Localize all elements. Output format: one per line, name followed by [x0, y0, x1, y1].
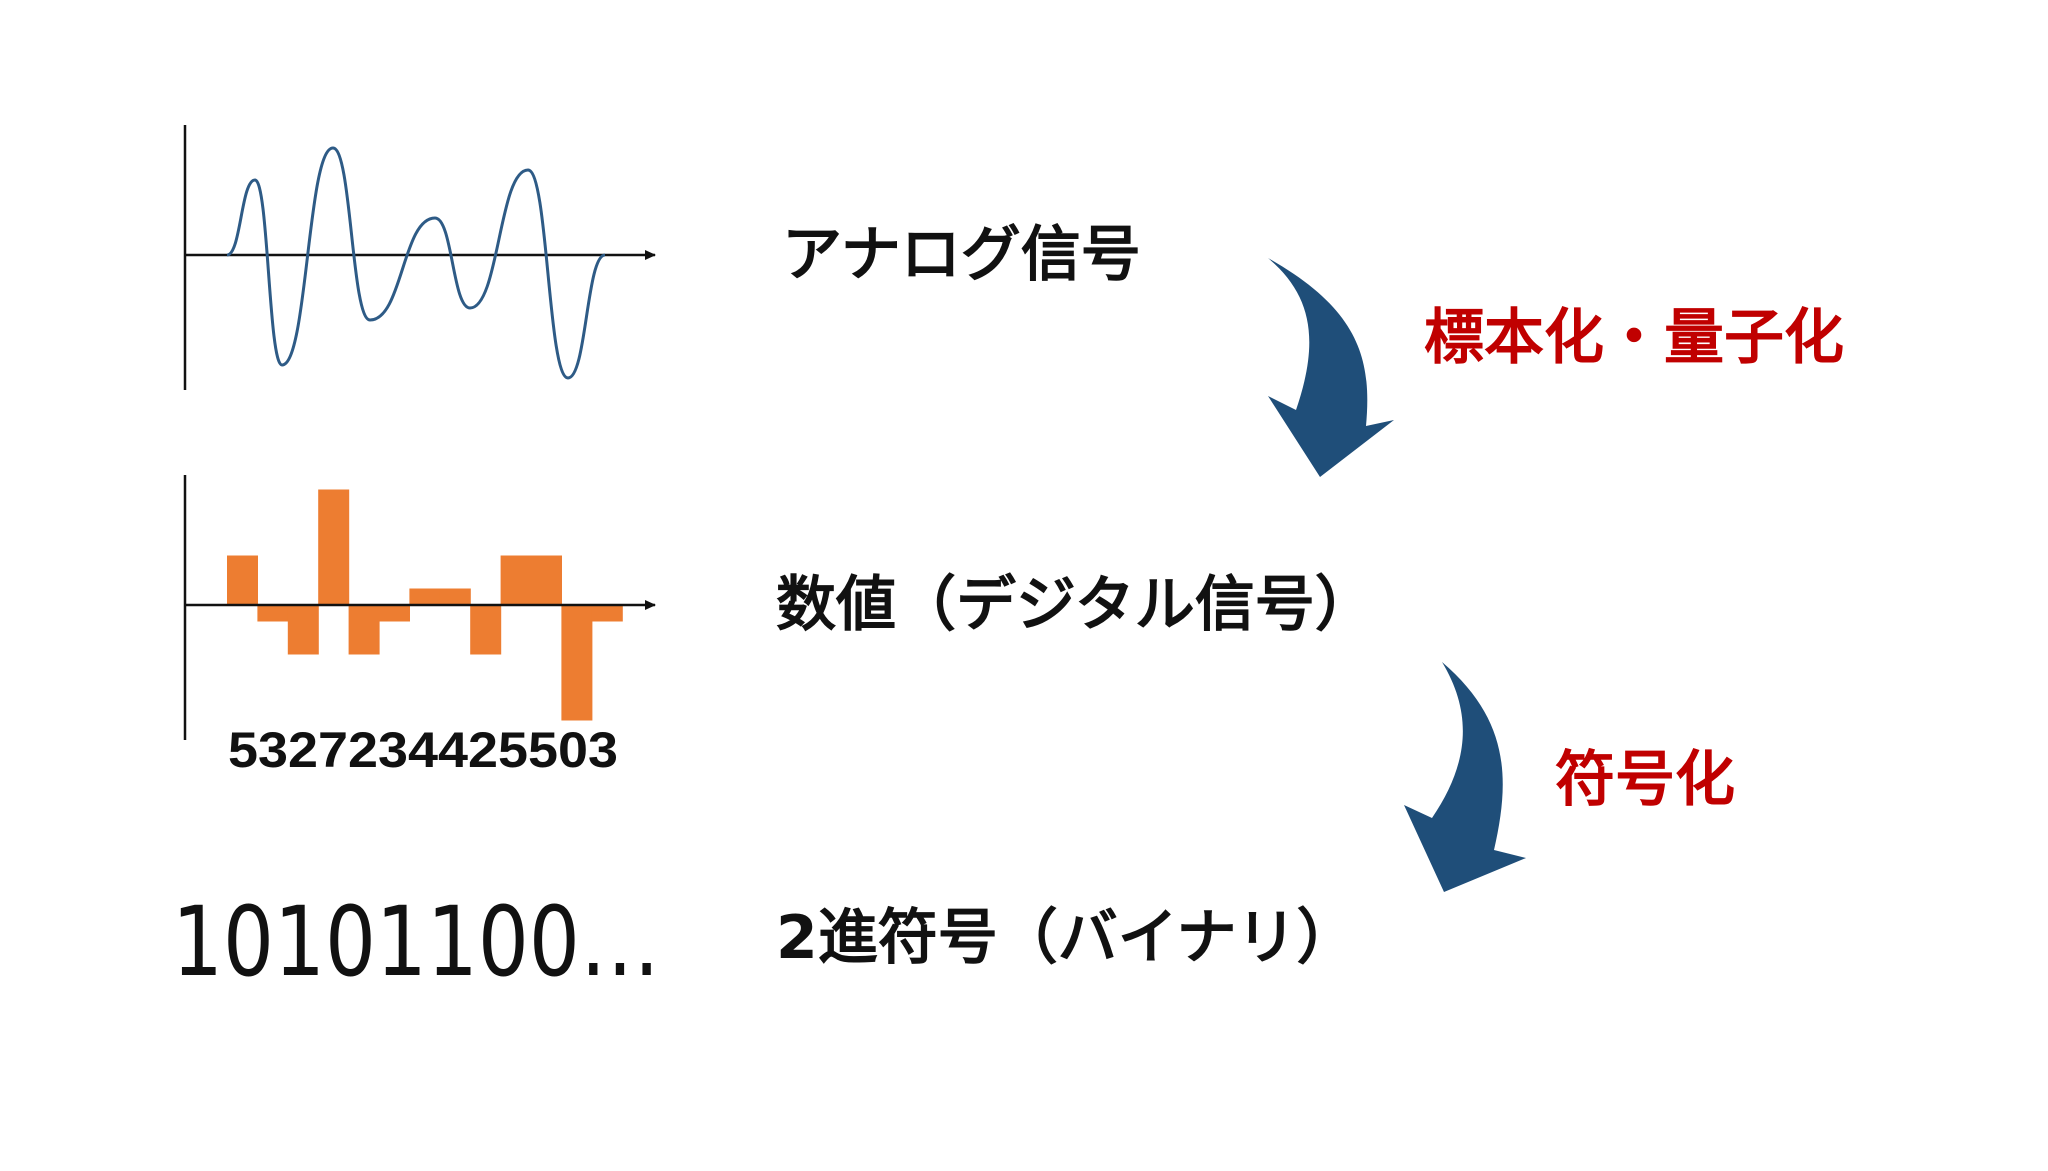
sampling-arrow	[1268, 258, 1394, 477]
binary-sequence: 10101100…	[172, 886, 660, 998]
sample-bar	[470, 605, 502, 655]
digital-bar-plot: 5327234425503	[183, 475, 656, 778]
analog-wave-line	[226, 146, 606, 380]
binary-code-label: 2進符号（バイナリ）	[776, 903, 1357, 973]
digital-bars	[227, 489, 623, 721]
analog-wave-plot	[183, 125, 656, 390]
sample-bar	[257, 605, 289, 622]
analog-signal-label: アナログ信号	[782, 220, 1141, 290]
digital-signal-label: 数値（デジタル信号）	[776, 570, 1375, 640]
sample-bar	[379, 605, 410, 622]
coding-arrow	[1404, 662, 1526, 892]
coding-label: 符号化	[1555, 745, 1735, 815]
sample-bar	[439, 588, 471, 605]
sample-bar	[409, 588, 441, 605]
sample-bar	[348, 605, 380, 655]
sample-bar	[531, 555, 562, 605]
sample-bar	[227, 555, 258, 605]
sample-bar	[500, 555, 532, 605]
sample-values: 5327234425503	[228, 722, 618, 778]
sampling-quantization-label: 標本化・量子化	[1424, 303, 1844, 373]
sample-bar	[561, 605, 593, 721]
sample-bar	[287, 605, 319, 655]
sample-bar	[318, 489, 350, 605]
sample-bar	[591, 605, 623, 622]
